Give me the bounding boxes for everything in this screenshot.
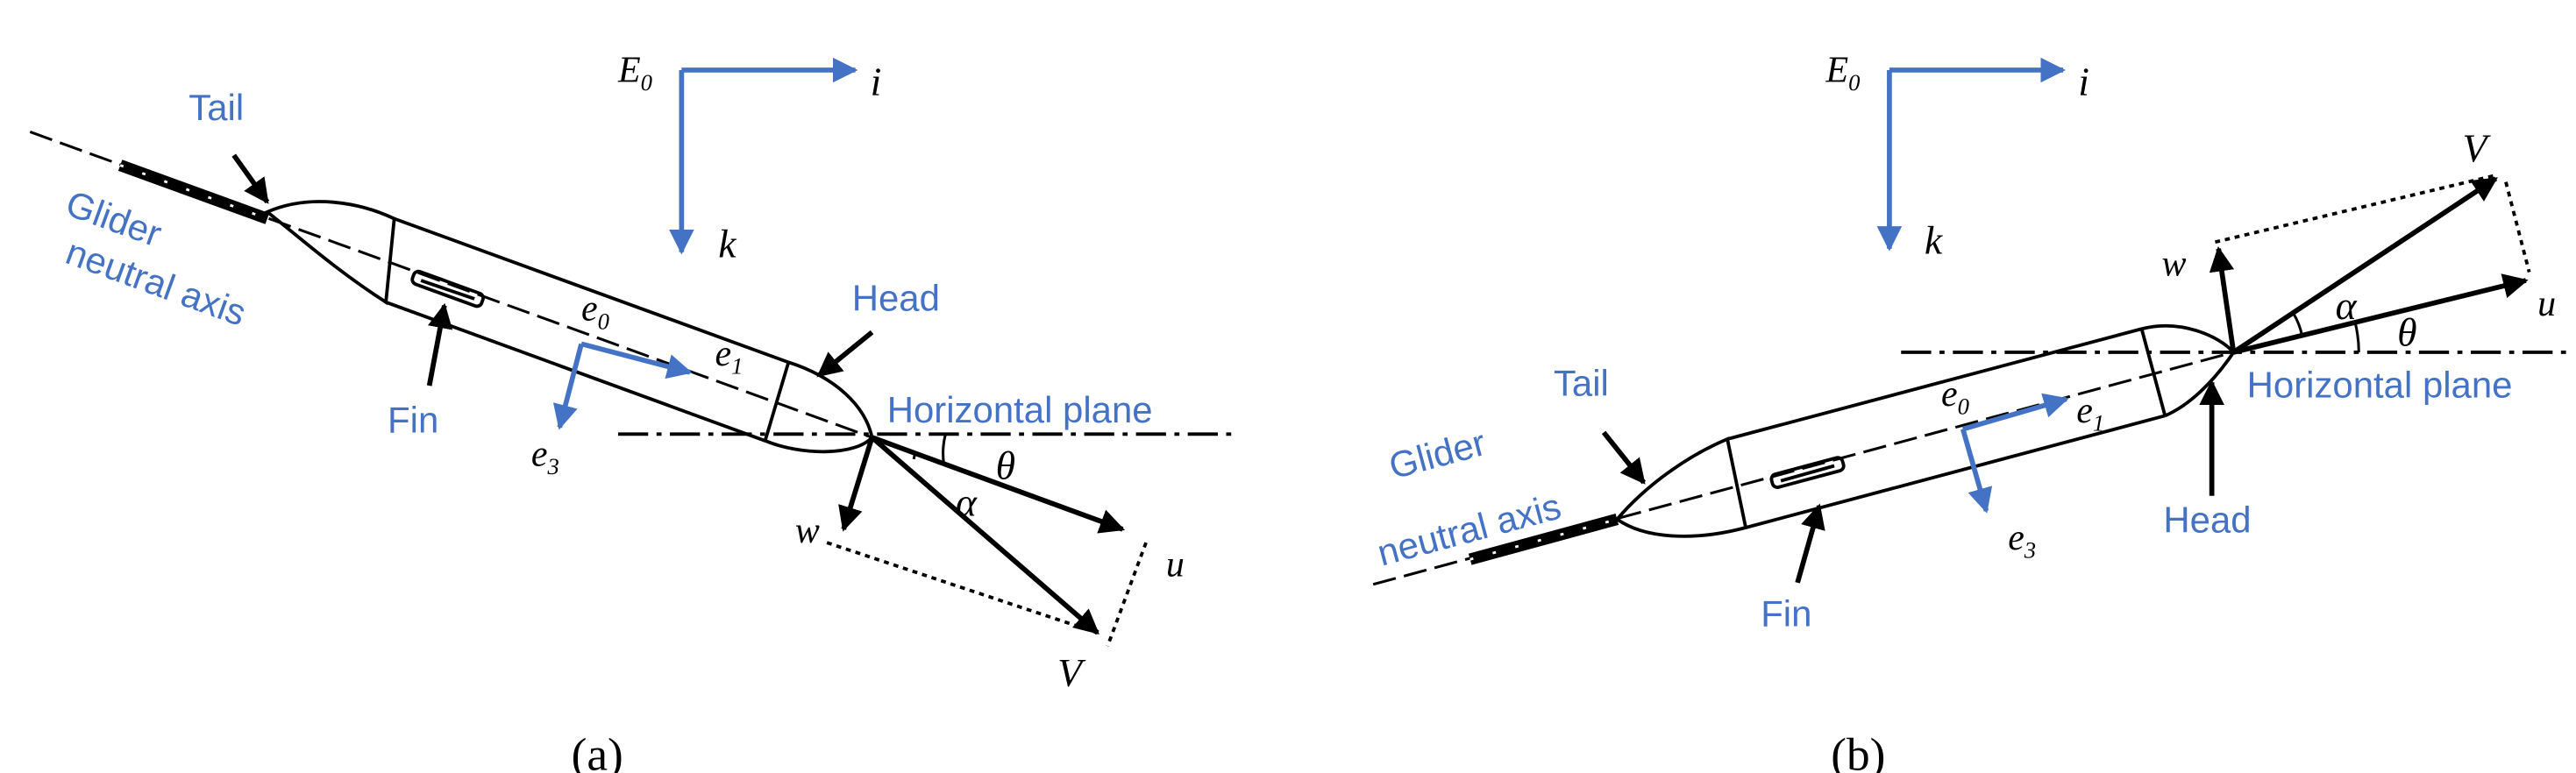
panel-a: E0 i k e0 e1 e3 xyxy=(29,50,1232,773)
alpha-label: α xyxy=(2336,283,2358,328)
fin-pointer-arrow xyxy=(426,302,453,386)
head-label: Head xyxy=(852,277,940,318)
k-axis-label: k xyxy=(1925,218,1943,263)
fin-b xyxy=(1769,456,1846,489)
velocity-vectors-a: θ α w u V xyxy=(795,433,1185,695)
e3-label: e3 xyxy=(531,435,559,480)
alpha-arc xyxy=(2292,313,2304,337)
head-pointer-arrow xyxy=(816,330,874,378)
horizontal-plane-label: Horizontal plane xyxy=(2247,364,2513,405)
theta-label: θ xyxy=(2397,309,2416,354)
nose-cone xyxy=(2141,323,2236,418)
e0-label: e0 xyxy=(1941,374,1969,420)
inertial-frame-a: E0 i k xyxy=(617,50,881,266)
glider-body-b xyxy=(1614,323,2236,538)
e3-arrow xyxy=(552,343,584,430)
e0-label: e0 xyxy=(581,289,609,335)
u-label: u xyxy=(1166,544,1185,585)
w-label: w xyxy=(795,511,820,551)
body-frame-a: e0 e1 e3 xyxy=(531,289,744,479)
V-label: V xyxy=(1057,650,1086,695)
fin-a xyxy=(410,269,485,308)
e1-arrow xyxy=(1961,393,2069,432)
caption-a: (a) xyxy=(572,727,623,773)
alpha-arc xyxy=(912,451,917,460)
e1-arrow xyxy=(580,341,693,379)
caption-b: (b) xyxy=(1831,727,1885,773)
e1-label: e1 xyxy=(2076,391,2104,436)
nose-cone xyxy=(764,360,874,454)
body-frame-b: e0 e1 e3 xyxy=(1941,374,2104,563)
velocity-vectors-b: θ α w u V xyxy=(2161,126,2556,355)
k-axis-label: k xyxy=(718,221,737,266)
w-label: w xyxy=(2161,244,2186,284)
i-axis-label: i xyxy=(871,60,882,104)
V-vector xyxy=(870,435,1099,635)
tail-pointer-arrow xyxy=(1601,430,1647,485)
u-label: u xyxy=(2537,284,2556,324)
u-vector xyxy=(871,435,1126,534)
head-label: Head xyxy=(2163,500,2251,541)
i-axis-label: i xyxy=(2078,60,2089,104)
neutral-axis-label: neutral axis xyxy=(1373,486,1565,574)
neutral-axis-label: neutral axis xyxy=(60,230,251,333)
theta-arc xyxy=(942,433,947,465)
e3-arrow xyxy=(1960,428,1993,514)
frame-origin-label: E0 xyxy=(617,50,652,96)
e1-label: e1 xyxy=(715,334,743,379)
w-vector xyxy=(838,436,875,532)
e3-label: e3 xyxy=(2008,518,2036,564)
theta-label: θ xyxy=(996,443,1015,488)
tail-label: Tail xyxy=(1554,362,1609,403)
fin-label: Fin xyxy=(388,399,438,440)
fin-pointer-arrow xyxy=(1795,503,1825,584)
w-vector xyxy=(2209,245,2237,353)
theta-arc xyxy=(2354,323,2360,352)
panel-b: E0 i k e0 e1 e3 xyxy=(1372,50,2573,773)
tail-cone xyxy=(264,200,396,306)
alpha-label: α xyxy=(956,480,978,525)
u-vector xyxy=(2232,273,2529,355)
V-label: V xyxy=(2462,126,2491,171)
fin-label: Fin xyxy=(1761,592,1811,634)
horizontal-plane-label: Horizontal plane xyxy=(887,389,1153,430)
frame-origin-label: E0 xyxy=(1825,50,1861,96)
tail-label: Tail xyxy=(189,87,244,128)
tail-pointer-arrow xyxy=(231,153,270,204)
glider-label: Glider xyxy=(1384,422,1490,486)
V-vector xyxy=(2231,176,2498,355)
tail-cone xyxy=(1614,436,1748,538)
inertial-frame-b: E0 i k xyxy=(1825,50,2089,262)
